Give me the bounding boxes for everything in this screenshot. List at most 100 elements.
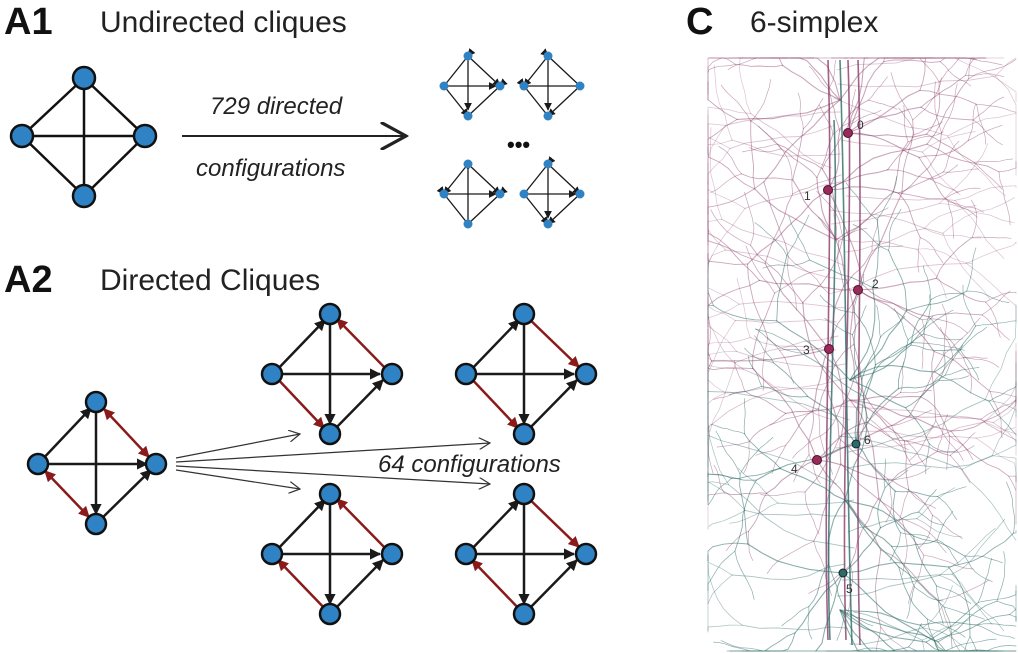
- neuron-branch: [755, 445, 786, 456]
- neuron-branch: [753, 335, 775, 364]
- neuron-label-6: 6: [864, 433, 871, 447]
- neuron-branch: [981, 290, 1011, 316]
- neuron-branch: [916, 248, 973, 264]
- neuron-branch: [947, 201, 985, 213]
- neuron-branch: [892, 191, 946, 200]
- neuron-branch: [849, 399, 952, 432]
- neuron-branch: [738, 467, 779, 504]
- neuron-branch: [928, 443, 958, 453]
- neuron-branch: [776, 255, 788, 322]
- neuron-branch: [707, 182, 746, 209]
- panel-c: C 6-simplex 0 1 2 3 4 5 6: [686, 1, 1017, 652]
- panel-a1-letter: A1: [4, 1, 53, 43]
- neuron-branch: [816, 177, 837, 241]
- neuron-branch: [792, 128, 804, 181]
- neuron-label-3: 3: [803, 343, 810, 357]
- neuron-branch: [849, 286, 876, 381]
- neuron-branch: [798, 57, 841, 101]
- neuron-label-4: 4: [791, 462, 798, 476]
- neuron-branch: [950, 399, 1017, 432]
- soma-5: [838, 568, 848, 578]
- neuron-branch: [980, 418, 1017, 443]
- neuron-branch: [930, 178, 959, 194]
- neuron-branch: [724, 111, 841, 126]
- neuron-branch: [734, 318, 837, 324]
- neuron-branch: [922, 627, 969, 652]
- neuron-branch: [935, 236, 973, 279]
- neuron-branch: [794, 572, 844, 634]
- neuron-branch: [908, 646, 935, 652]
- neuron-branch: [844, 608, 874, 627]
- neuron-branch: [897, 171, 944, 194]
- neuron-branch: [842, 207, 889, 238]
- neuron-branch: [818, 104, 834, 135]
- neuron-branch: [707, 542, 749, 562]
- neuron-branch: [988, 381, 1017, 402]
- neuron-branch: [853, 611, 923, 641]
- neuron-branch: [937, 414, 949, 452]
- neuron-branch: [809, 259, 874, 288]
- neuron-branch: [834, 237, 918, 250]
- neuron-branch: [750, 121, 756, 190]
- neuron-branch: [736, 350, 846, 368]
- neuron-branch: [707, 367, 754, 371]
- neuron-branch: [816, 190, 844, 238]
- neuron-branch: [977, 590, 1017, 603]
- neuron-branch: [743, 368, 834, 421]
- neuron-branch: [774, 269, 825, 294]
- panel-c-title: 6-simplex: [750, 6, 878, 39]
- neuron-branch: [739, 473, 749, 545]
- neuron-branch: [766, 459, 818, 494]
- neuron-branch: [741, 624, 848, 631]
- neuron-branch: [941, 303, 948, 354]
- neuron-branch: [857, 277, 937, 291]
- neuron-branch: [750, 244, 804, 304]
- neuron-branch: [938, 57, 964, 83]
- neuron-branch: [707, 208, 746, 266]
- neuron-branch: [975, 413, 1017, 439]
- neuron-branch: [710, 127, 723, 220]
- soma-2: [853, 285, 863, 295]
- soma-4: [812, 455, 822, 465]
- neuron-branch: [898, 566, 928, 620]
- neuron-branch: [937, 496, 958, 520]
- neuron-branch: [919, 57, 927, 91]
- neuron-branch: [963, 357, 972, 394]
- directed-clique-config: [260, 302, 404, 446]
- neuron-branch: [770, 57, 783, 66]
- neuron-branch: [707, 239, 766, 264]
- neuron-branch: [854, 376, 893, 427]
- neuron-branch: [707, 303, 740, 327]
- neuron-branch: [976, 103, 986, 145]
- neuron-branch: [932, 514, 963, 539]
- neuron-branch: [764, 193, 794, 264]
- neuron-branch: [723, 492, 768, 496]
- neuron-branch: [866, 421, 908, 442]
- neuron-branch: [872, 219, 880, 288]
- neuron-branch: [891, 545, 915, 588]
- neuron-trunk: [857, 59, 861, 646]
- neuron-branch: [741, 173, 794, 181]
- mini-clique: [439, 48, 508, 121]
- neuron-branch: [918, 156, 949, 203]
- neuron-branch: [707, 63, 736, 73]
- neuron-branch: [755, 328, 802, 354]
- neuron-branch: [761, 385, 809, 398]
- a2-fan-arrows: [175, 434, 490, 489]
- neuron-branch: [826, 376, 856, 433]
- neuron-branch: [996, 600, 1017, 622]
- neuron-branch: [707, 118, 738, 165]
- neuron-branch: [844, 499, 893, 547]
- neuron-branch: [757, 125, 782, 150]
- neuron-branch: [925, 443, 930, 475]
- neuron-branch: [893, 308, 909, 341]
- neuron-branch: [926, 133, 975, 163]
- directed-clique-config: [454, 482, 598, 626]
- neuron-branch: [919, 624, 957, 652]
- neuron-branch: [710, 423, 745, 435]
- neuron-branch: [713, 641, 751, 652]
- neuron-branch: [843, 250, 873, 287]
- neuron-branch: [847, 57, 869, 134]
- neuron-branch: [938, 375, 970, 381]
- neuron-branch: [960, 326, 988, 351]
